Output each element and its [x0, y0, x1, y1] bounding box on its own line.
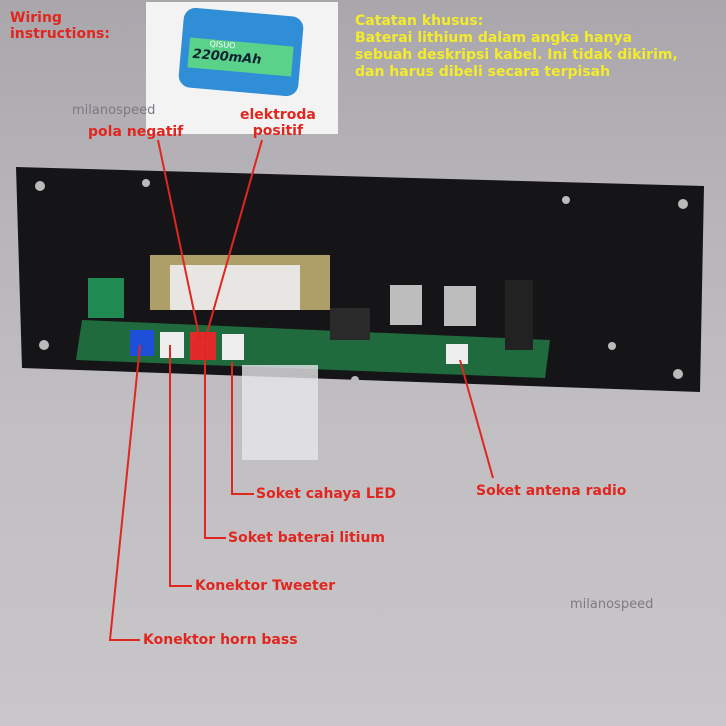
- antenna-connector: [446, 344, 468, 364]
- mounting-hole: [678, 199, 688, 209]
- heatsink-chip: [444, 286, 476, 326]
- bass-pointer-line: [108, 344, 141, 641]
- green-terminal: [88, 278, 124, 318]
- ribbon-cable: [242, 365, 318, 460]
- antenna-pointer-line: [459, 359, 494, 479]
- label-positive: elektroda positif: [240, 107, 316, 139]
- led-connector: [222, 334, 244, 360]
- tweeter-pointer-line: [169, 345, 192, 587]
- label-bass: Konektor horn bass: [143, 632, 298, 648]
- tweeter-connector: [160, 332, 184, 358]
- battery-pack: QISUO 2200mAh: [177, 6, 305, 98]
- note-title: Catatan khusus:: [355, 13, 484, 29]
- battery-pointer-line: [204, 345, 226, 539]
- label-antenna: Soket antena radio: [476, 483, 627, 499]
- label-battery-socket: Soket baterai litium: [228, 530, 386, 546]
- special-note: Catatan khusus: Baterai lithium dalam an…: [355, 13, 678, 81]
- label-positive-line: positif: [252, 123, 304, 139]
- battery-connector: [190, 332, 216, 360]
- wiring-instructions-title: Wiring instructions:: [10, 10, 110, 42]
- battery-photo: QISUO 2200mAh: [146, 2, 338, 134]
- mounting-hole: [39, 340, 49, 350]
- battery-label: QISUO 2200mAh: [187, 37, 294, 77]
- watermark: milanospeed: [570, 597, 654, 612]
- label-tweeter: Konektor Tweeter: [195, 578, 336, 594]
- mounting-hole: [351, 376, 359, 384]
- watermark: milanospeed: [72, 103, 156, 118]
- black-component: [505, 280, 533, 350]
- note-line: sebuah deskripsi kabel. Ini tidak dikiri…: [355, 47, 678, 63]
- mounting-hole: [673, 369, 683, 379]
- positive-pointer-line: [204, 139, 263, 341]
- label-positive-line: elektroda: [240, 107, 316, 123]
- note-line: dan harus dibeli secara terpisah: [355, 64, 611, 80]
- bass-connector: [130, 330, 154, 356]
- annotation-lines: [108, 139, 494, 641]
- note-line: Baterai lithium dalam angka hanya: [355, 30, 633, 46]
- negative-pointer-line: [157, 139, 201, 341]
- mounting-hole: [35, 181, 45, 191]
- mounting-hole: [562, 196, 570, 204]
- inductor: [330, 308, 370, 340]
- label-negative: pola negatif: [88, 124, 184, 140]
- heatsink-chip: [390, 285, 422, 325]
- label-led-socket: Soket cahaya LED: [256, 486, 396, 502]
- led-pointer-line: [231, 362, 254, 495]
- mounting-hole: [142, 179, 150, 187]
- mounting-hole: [608, 342, 616, 350]
